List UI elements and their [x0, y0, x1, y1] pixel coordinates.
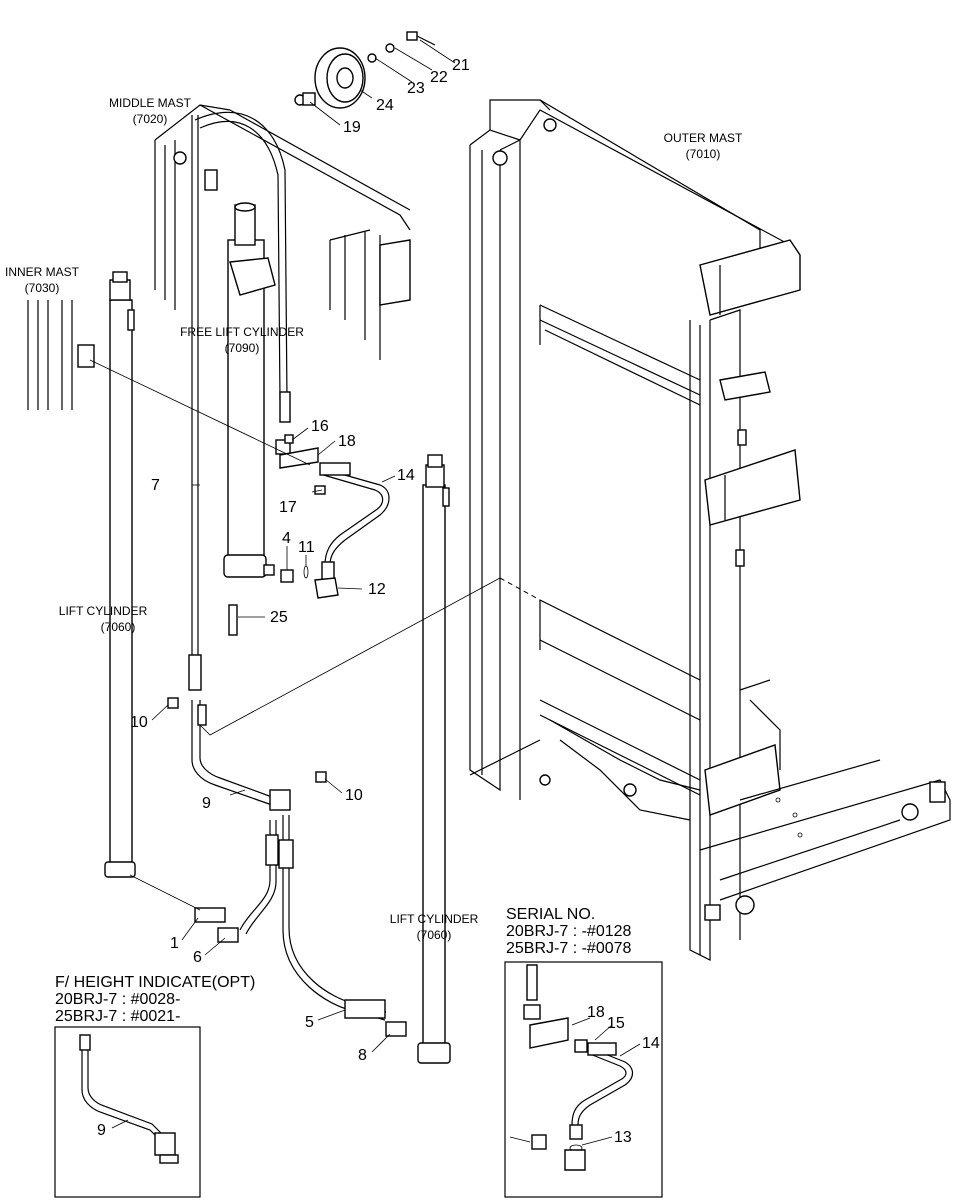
inset-right-line2: 25BRJ-7 : -#0078: [506, 940, 632, 957]
callout-6: 6: [193, 949, 202, 966]
inset-left-frame: [54, 1026, 201, 1198]
outer-mast-code: (7010): [686, 147, 721, 161]
free-lift-cylinder-drawing: [223, 202, 276, 636]
callout-14: 14: [397, 467, 415, 484]
left-lift-cylinder-code: (7060): [101, 620, 136, 634]
inset-right-callout-13: 13: [614, 1129, 632, 1146]
middle-mast-code: (7020): [133, 112, 168, 126]
callout-4: 4: [282, 530, 291, 547]
left-lift-cylinder-drawing: [104, 271, 136, 878]
callout-12: 12: [368, 581, 386, 598]
callout-numbers: 21 22 23 24 19 16 18 14 7 17 4 11 12 25 …: [130, 57, 470, 1064]
callout-21: 21: [452, 57, 470, 74]
inner-mast-label: INNER MAST: [5, 265, 80, 279]
sheave-pulley-drawing: [294, 31, 436, 109]
right-lift-cylinder-code: (7060): [417, 928, 452, 942]
callout-22: 22: [430, 69, 448, 86]
inset-left-line2: 25BRJ-7 : #0021-: [55, 1008, 180, 1025]
inset-left-line1: 20BRJ-7 : #0028-: [55, 991, 180, 1008]
inset-left-callout-9: 9: [97, 1122, 106, 1139]
inset-right-callout-18: 18: [587, 1004, 605, 1021]
callout-19: 19: [343, 119, 361, 136]
callout-10-right: 10: [345, 787, 363, 804]
callout-16: 16: [311, 418, 329, 435]
outer-mast-label: OUTER MAST: [664, 131, 743, 145]
inner-mast-code: (7030): [25, 281, 60, 295]
inner-mast-drawing: [27, 300, 95, 410]
inset-serial-number: SERIAL NO. 20BRJ-7 : -#0128 25BRJ-7 : -#…: [504, 906, 663, 1198]
inset-right-title: SERIAL NO.: [506, 906, 595, 923]
component-labels: MIDDLE MAST (7020) OUTER MAST (7010) INN…: [5, 96, 743, 942]
free-lift-cylinder-code: (7090): [225, 341, 260, 355]
left-lift-cylinder-label: LIFT CYLINDER: [59, 604, 148, 618]
middle-mast-drawing: [154, 104, 411, 401]
callout-10-left: 10: [130, 714, 148, 731]
callout-23: 23: [407, 80, 425, 97]
callout-17: 17: [279, 499, 297, 516]
callout-8: 8: [358, 1047, 367, 1064]
callout-25: 25: [270, 609, 288, 626]
callout-7: 7: [151, 477, 160, 494]
outer-mast-drawing: [469, 99, 951, 961]
inset-right-line1: 20BRJ-7 : -#0128: [506, 923, 632, 940]
callout-18: 18: [338, 433, 356, 450]
inset-right-callout-14: 14: [642, 1035, 660, 1052]
free-lift-cylinder-label: FREE LIFT CYLINDER: [180, 325, 304, 339]
callout-11: 11: [298, 539, 315, 556]
callout-5: 5: [305, 1014, 314, 1031]
callout-24: 24: [376, 97, 394, 114]
leader-lines: [151, 39, 456, 1053]
callout-9: 9: [202, 795, 211, 812]
right-lift-cylinder-label: LIFT CYLINDER: [390, 912, 479, 926]
callout-1: 1: [170, 935, 179, 952]
inset-left-title: F/ HEIGHT INDICATE(OPT): [55, 974, 255, 991]
hose-assemblies: [89, 115, 541, 1037]
middle-mast-label: MIDDLE MAST: [109, 96, 192, 110]
inset-height-indicator: F/ HEIGHT INDICATE(OPT) 20BRJ-7 : #0028-…: [54, 974, 255, 1198]
right-lift-cylinder-drawing: [417, 454, 451, 1064]
inset-right-callout-15: 15: [607, 1015, 625, 1032]
inset-right-frame: [504, 961, 663, 1198]
